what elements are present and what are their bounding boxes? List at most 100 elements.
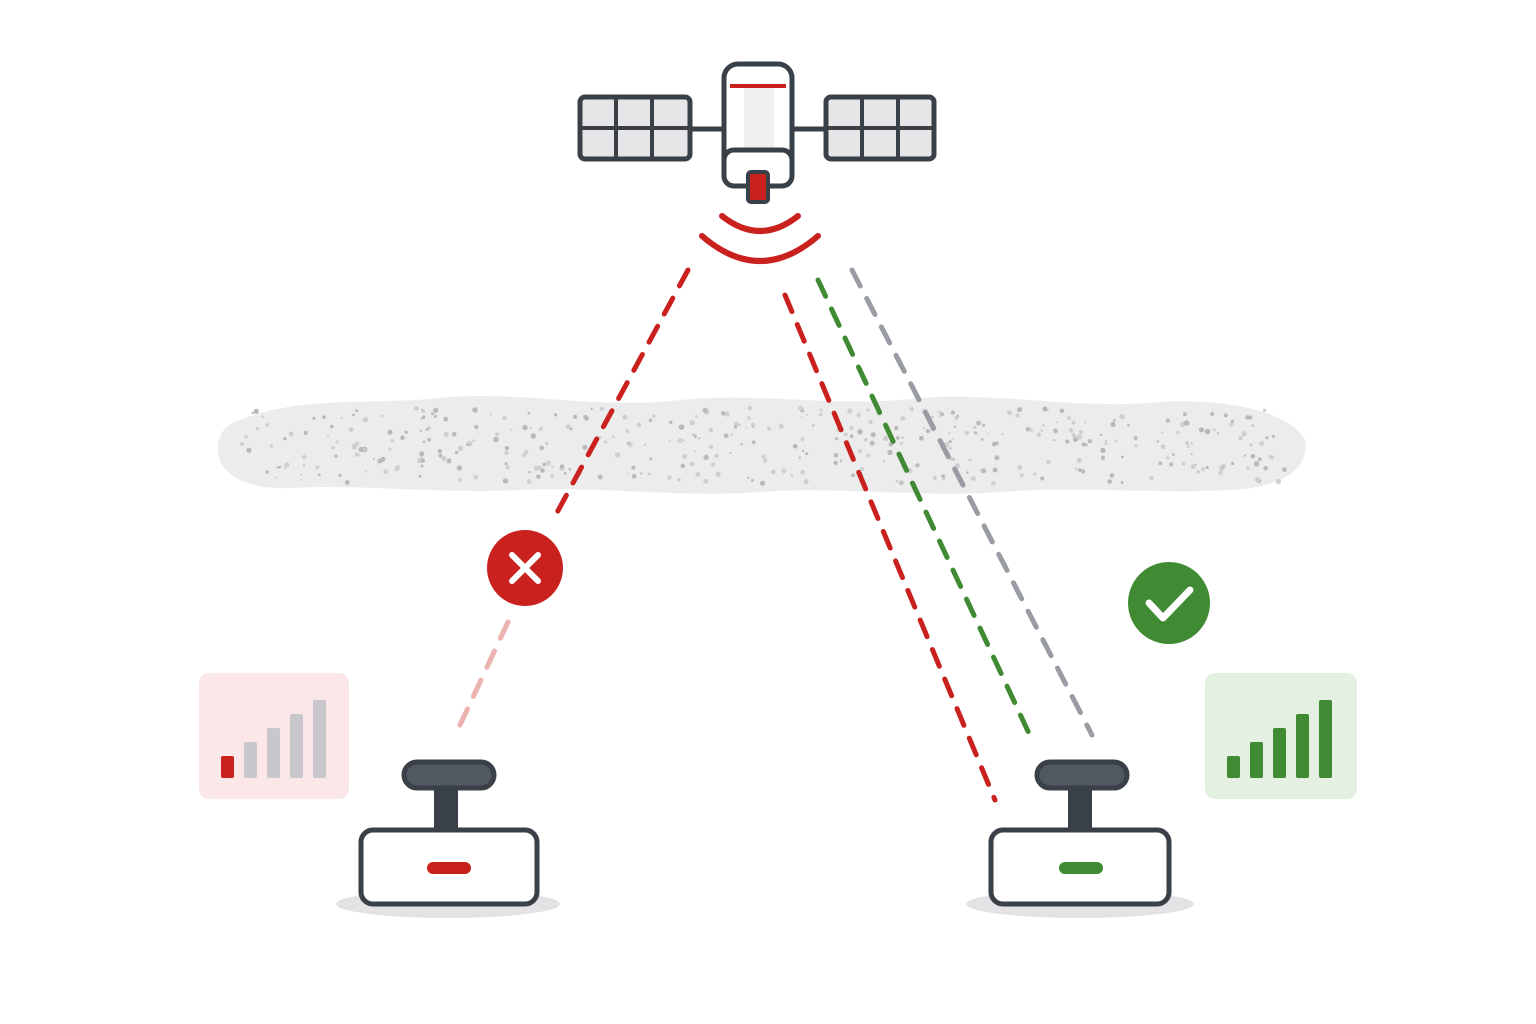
cloud-particle [420, 417, 423, 421]
cloud-particle [901, 436, 905, 440]
cloud-particle [1216, 432, 1220, 435]
cloud-particle [1025, 427, 1031, 432]
cloud-particle [866, 453, 871, 458]
cloud-particle [421, 408, 424, 411]
cloud-particle [1161, 431, 1164, 434]
cloud-particle [1160, 444, 1166, 450]
cloud-particle [640, 472, 643, 475]
cloud-particle [1194, 463, 1197, 466]
cloud-particle [708, 444, 714, 449]
cloud-particle [299, 478, 302, 481]
cloud-particle [1238, 436, 1243, 441]
cloud-particle [994, 455, 1000, 461]
cloud-particle [677, 438, 683, 444]
solar-panel-left [577, 94, 693, 162]
cloud-particle [1017, 407, 1022, 412]
cloud-particle [413, 406, 419, 411]
cloud-particle [849, 426, 854, 430]
cloud-particle [1127, 423, 1130, 427]
cloud-particle [956, 414, 960, 418]
cloud-particle [761, 454, 766, 459]
cloud-particle [284, 462, 290, 468]
cloud-particle [895, 436, 900, 440]
cloud-particle [667, 475, 672, 480]
cloud-particle [244, 434, 248, 439]
cloud-particle [527, 411, 531, 415]
cloud-particle [751, 440, 756, 445]
cloud-particle [932, 475, 937, 480]
cloud-particle [382, 457, 385, 461]
cloud-particle [702, 407, 708, 414]
right-signal-path-gray [849, 267, 1095, 738]
cloud-particle [866, 408, 870, 412]
right-signal-strength-card [1205, 673, 1357, 799]
cloud-particle [1119, 414, 1125, 420]
cloud-particle [1040, 429, 1044, 432]
cloud-particle [1100, 447, 1106, 454]
cloud-particle [472, 407, 478, 413]
cloud-particle [724, 411, 730, 417]
cloud-particles [240, 405, 1287, 486]
cloud-particle [597, 474, 603, 480]
cloud-particle [1190, 442, 1193, 445]
cloud-particle [1183, 420, 1190, 426]
cloud-particle [937, 410, 941, 414]
cloud-particle [377, 458, 383, 464]
cloud-particle [1169, 462, 1174, 467]
cloud-particle [438, 453, 443, 458]
cloud-particle [504, 462, 508, 466]
cloud-particle [626, 472, 629, 475]
cloud-particle [966, 471, 969, 474]
cloud-particle [255, 426, 260, 431]
cloud-particle [819, 412, 823, 417]
cloud-particle [649, 457, 653, 461]
cloud-particle [678, 424, 685, 430]
cloud-particle [1231, 461, 1235, 466]
cloud-particle [849, 434, 854, 439]
cloud-particle [833, 452, 839, 458]
left-signal-strength-card [199, 673, 349, 799]
cloud-particle [964, 430, 970, 436]
cloud-particle [251, 411, 254, 415]
cloud-particle [542, 462, 546, 467]
cloud-particle [1015, 413, 1020, 418]
signal-bar [1273, 728, 1286, 778]
left-receiver-status-led [427, 862, 471, 874]
cloud-particle [265, 423, 270, 427]
cloud-particle [261, 415, 264, 419]
cloud-particle [692, 433, 695, 436]
cloud-particle [274, 476, 278, 479]
right-receiver-status-led [1059, 862, 1103, 874]
cloud-particle [615, 452, 621, 458]
cloud-particle [710, 462, 716, 467]
cloud-particle [723, 433, 729, 439]
cloud-particle [683, 439, 686, 442]
cloud-particle [628, 442, 633, 448]
cloud-particle [747, 405, 753, 411]
cloud-particle [364, 470, 368, 473]
cloud-particle [953, 425, 957, 428]
cloud-particle [625, 429, 630, 433]
cloud-particle [437, 449, 442, 454]
signal-bar [290, 714, 303, 778]
cloud-particle [1104, 442, 1107, 445]
cloud-particle [1071, 432, 1077, 438]
cloud-particle [1056, 421, 1059, 424]
cloud-particle [422, 440, 426, 444]
cloud-particle [530, 433, 536, 439]
cloud-particle [315, 465, 320, 470]
cloud-particle [987, 432, 990, 435]
cloud-particle [1019, 473, 1024, 478]
cloud-particle [265, 470, 269, 474]
cloud-particle [536, 474, 541, 479]
cloud-particle [568, 467, 572, 471]
signal-bar [1296, 714, 1309, 778]
cloud-particle [733, 421, 739, 427]
cloud-particle [1183, 412, 1187, 417]
cloud-particle [340, 416, 343, 420]
cloud-particle [887, 449, 893, 456]
cloud-particle [1036, 432, 1042, 437]
cloud-particle [554, 413, 558, 417]
cloud-particle [636, 422, 642, 428]
cloud-particle [352, 413, 355, 417]
